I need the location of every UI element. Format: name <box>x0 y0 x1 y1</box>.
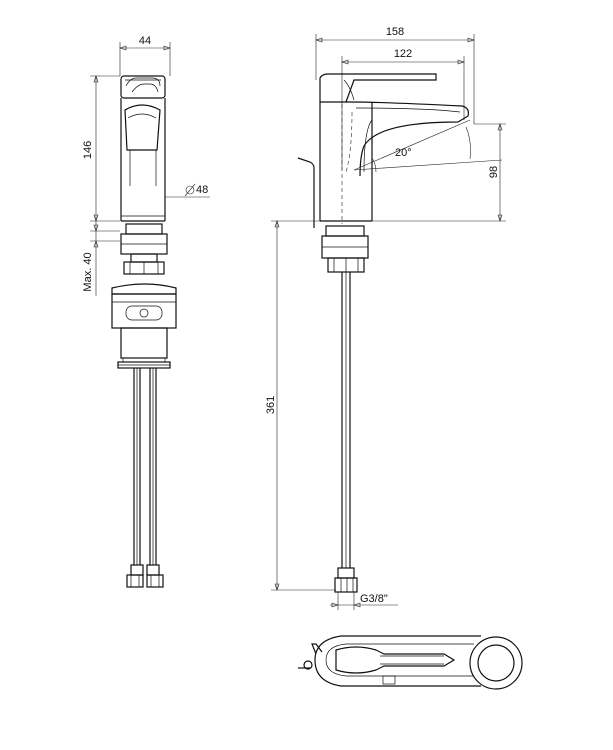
dim-height-146: 146 <box>82 141 94 159</box>
dim-max-40: Max. 40 <box>82 252 94 291</box>
dim-angle-20: 20° <box>395 147 412 159</box>
dim-diameter-48: 48 <box>196 184 208 196</box>
dim-length-158: 158 <box>386 26 404 38</box>
dim-width-44: 44 <box>139 35 151 47</box>
dim-thread-g38: G3/8" <box>360 593 388 605</box>
dim-reach-122: 122 <box>394 48 412 60</box>
front-view: 44 146 48 Max. 40 <box>82 35 210 588</box>
top-view <box>298 635 523 690</box>
dim-length-361: 361 <box>265 396 277 414</box>
dim-height-98: 98 <box>488 166 500 178</box>
side-view: 158 122 20° 98 <box>265 26 506 610</box>
